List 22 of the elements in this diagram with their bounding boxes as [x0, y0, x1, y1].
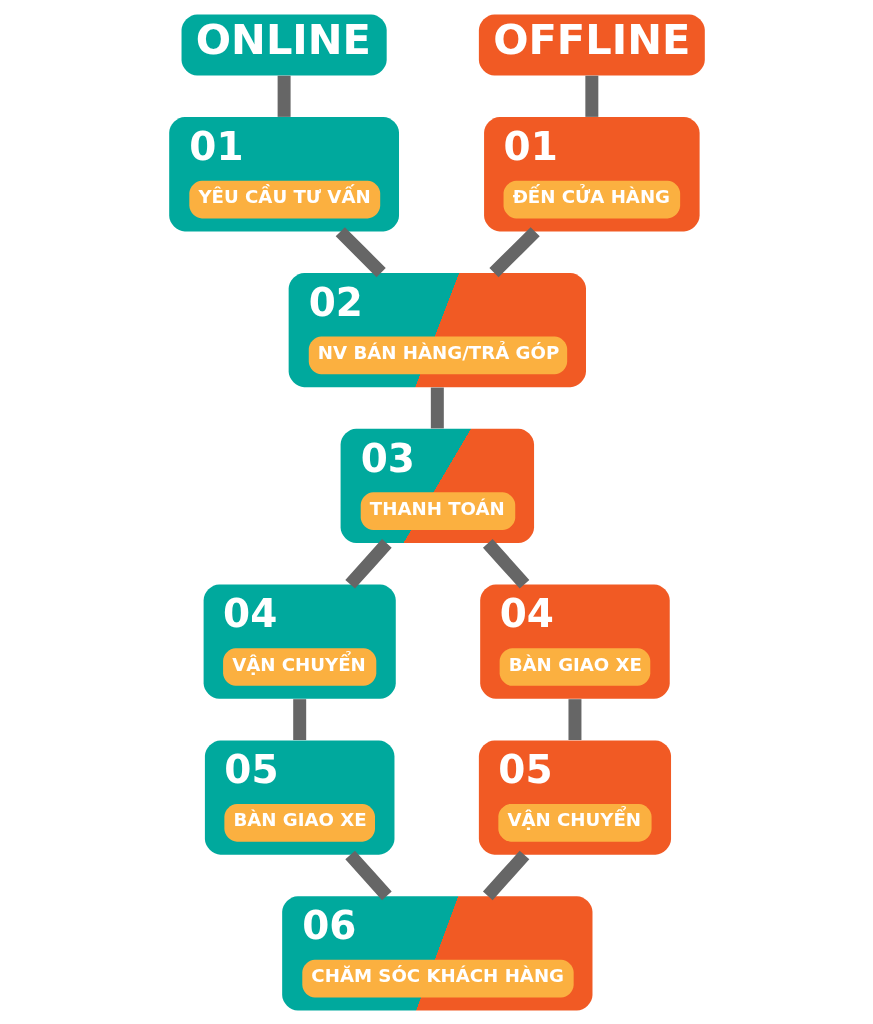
node-box: 04 BÀN GIAO XE [479, 584, 670, 699]
connector [567, 698, 581, 740]
node-box: 05 VẬN CHUYỂN [478, 739, 671, 855]
connector [482, 850, 529, 900]
connector [335, 226, 386, 277]
node-box: 06 CHĂM SÓC KHÁCH HÀNG [281, 895, 592, 1010]
connector [344, 850, 392, 900]
node-box: ONLINE [181, 14, 387, 76]
node-box: 05 BÀN GIAO XE [204, 739, 394, 855]
node-box: 01 ĐẾN CỬA HÀNG [483, 116, 700, 231]
node-box: 04 VẬN CHUYỂN [203, 584, 396, 699]
node-box: 01 YÊU CẦU TƯ VẤN [168, 116, 399, 231]
connector [488, 226, 540, 277]
node-box: OFFLINE [478, 14, 705, 76]
connector [344, 538, 392, 589]
connector [482, 538, 529, 589]
connector [292, 698, 306, 740]
node-box: 02 NV BÁN HÀNG/TRẢ GÓP [288, 272, 586, 387]
node-box: 03 THANH TOÁN [340, 428, 534, 543]
connector [277, 75, 291, 117]
connector [584, 75, 598, 117]
connector [430, 387, 444, 428]
